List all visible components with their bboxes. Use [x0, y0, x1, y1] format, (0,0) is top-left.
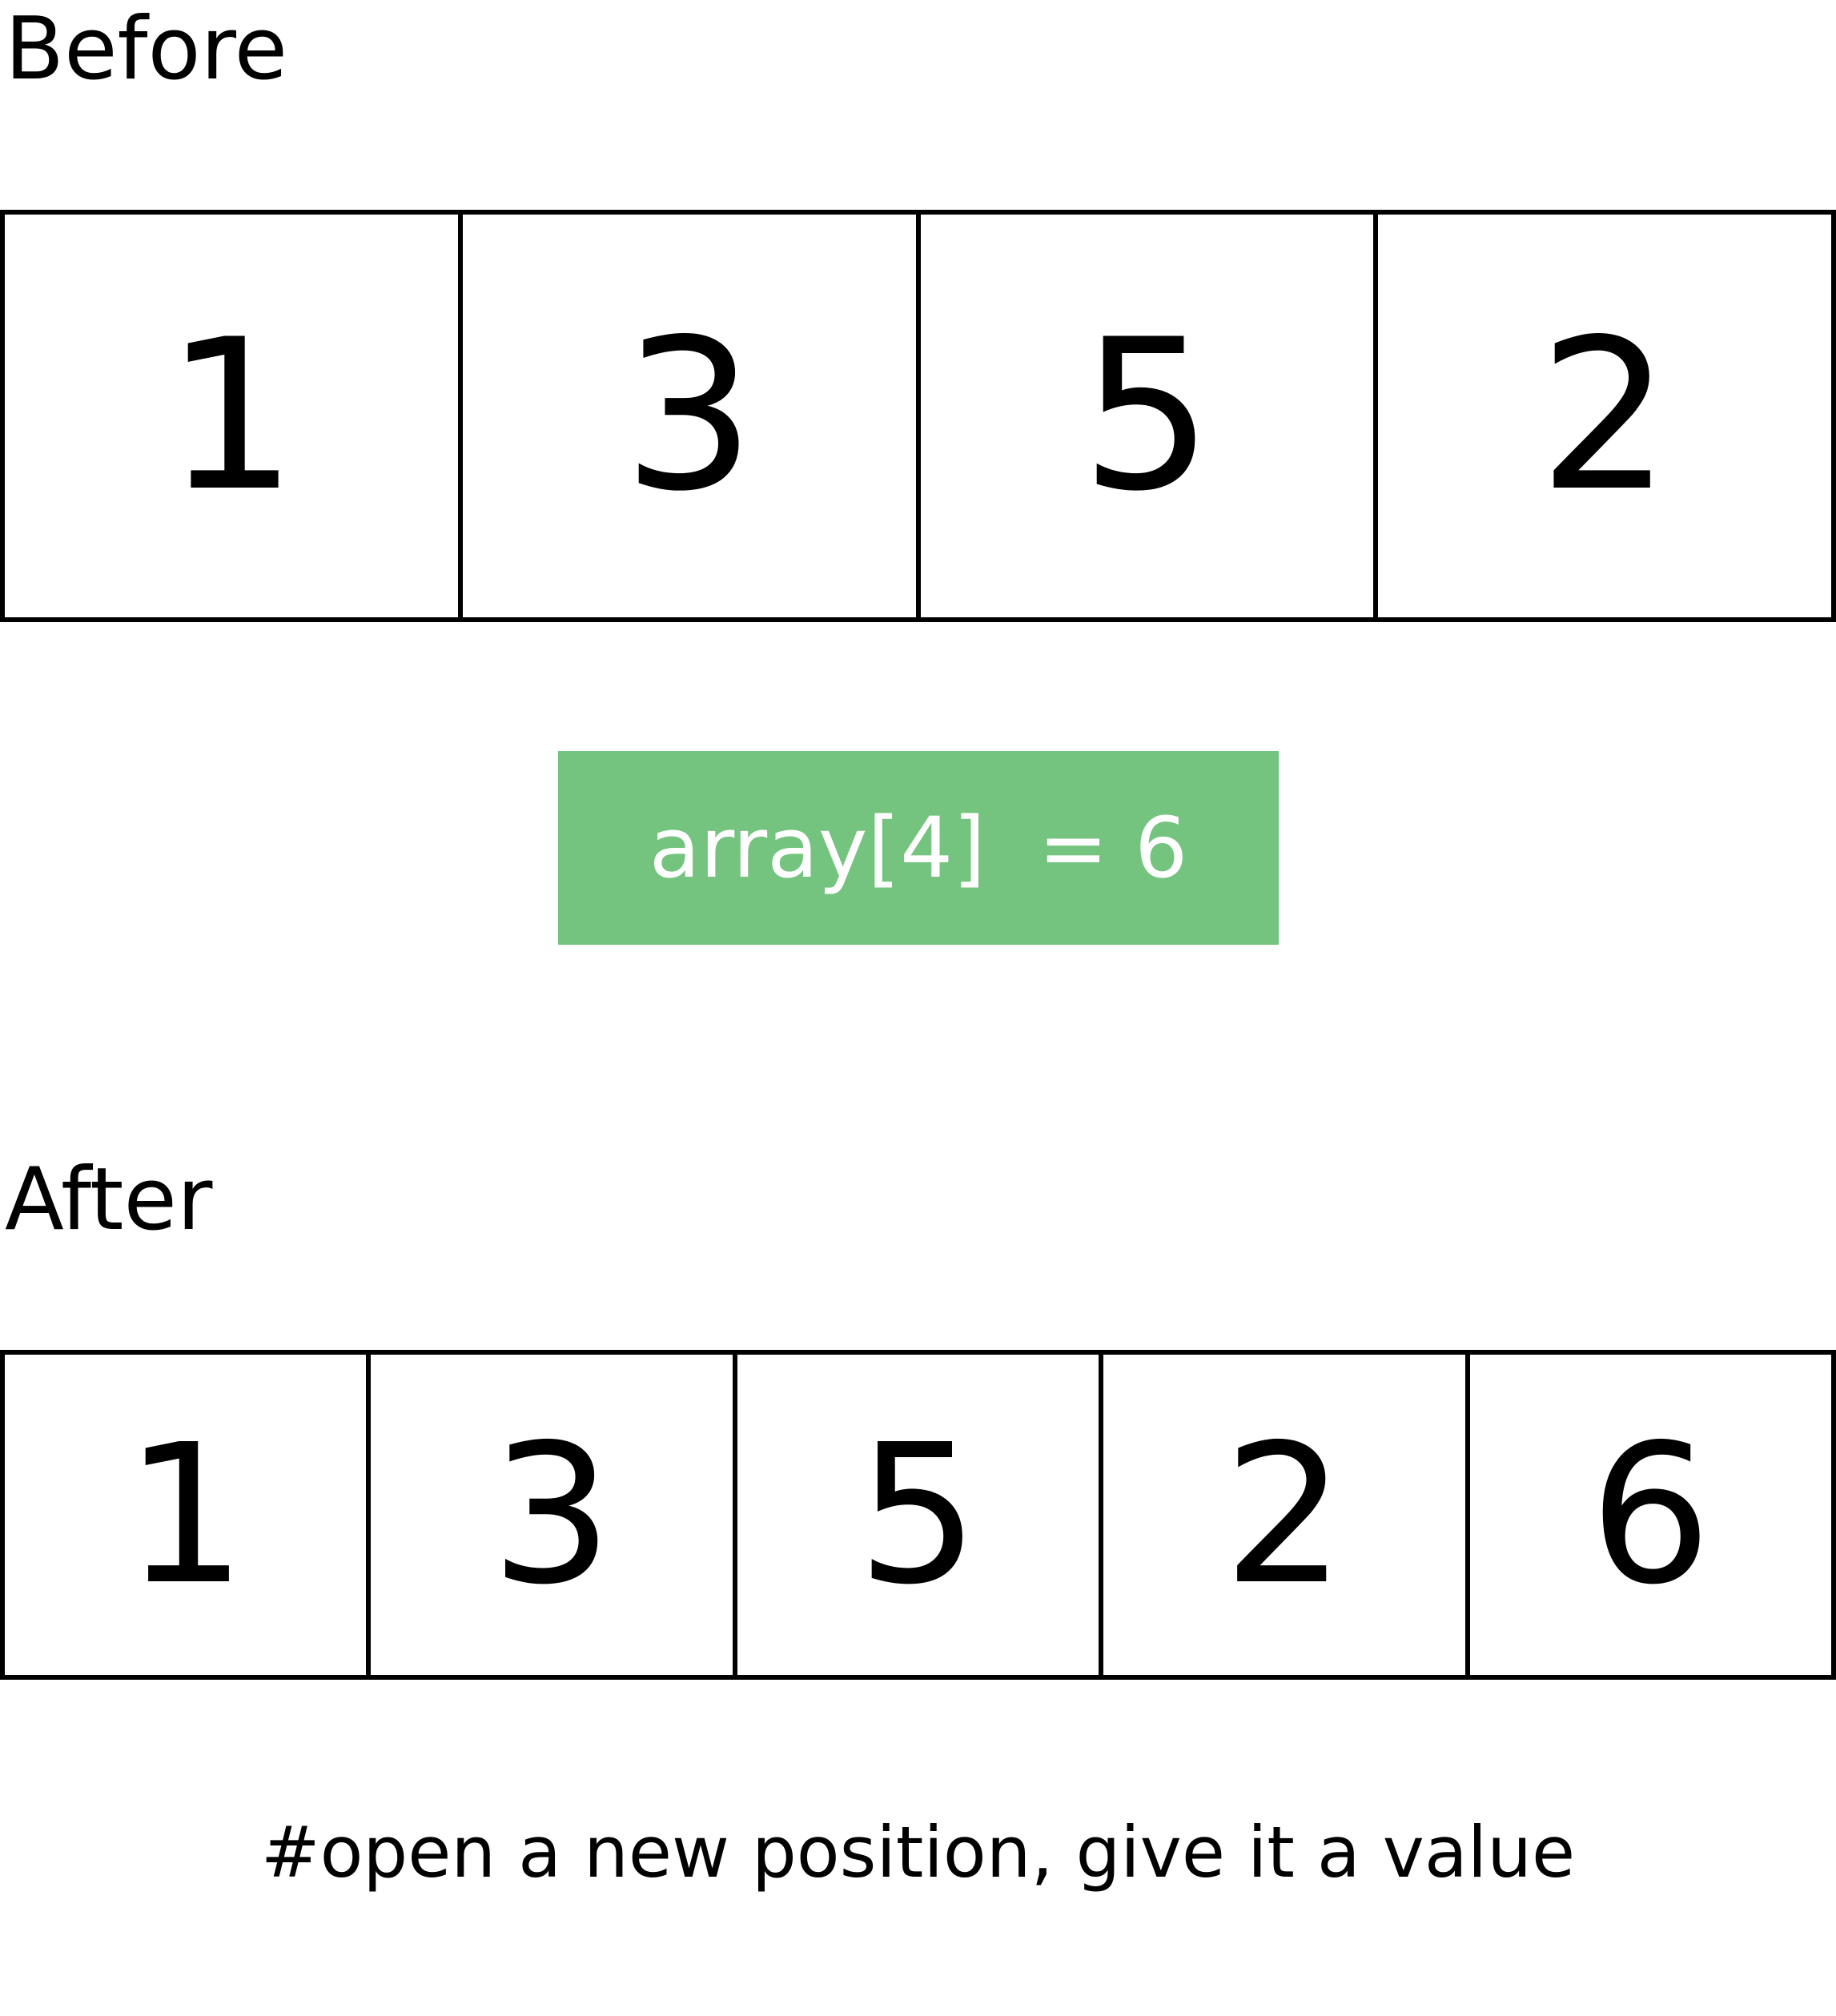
before-array: 1 3 5 2: [0, 210, 1836, 622]
array-cell: 1: [0, 1350, 367, 1680]
caption: #open a new position, give it a value: [260, 1811, 1576, 1894]
array-cell: 5: [732, 1350, 1099, 1680]
after-label: After: [5, 1150, 213, 1250]
operation-box: array[4] = 6: [558, 751, 1279, 945]
array-cell: 1: [0, 210, 458, 622]
array-cell-new: 6: [1464, 1350, 1836, 1680]
array-cell: 3: [457, 210, 916, 622]
after-array: 1 3 5 2 6: [0, 1350, 1836, 1680]
array-cell: 3: [366, 1350, 733, 1680]
array-cell: 2: [1099, 1350, 1465, 1680]
array-cell: 5: [915, 210, 1374, 622]
array-cell: 2: [1373, 210, 1836, 622]
before-label: Before: [5, 0, 288, 99]
